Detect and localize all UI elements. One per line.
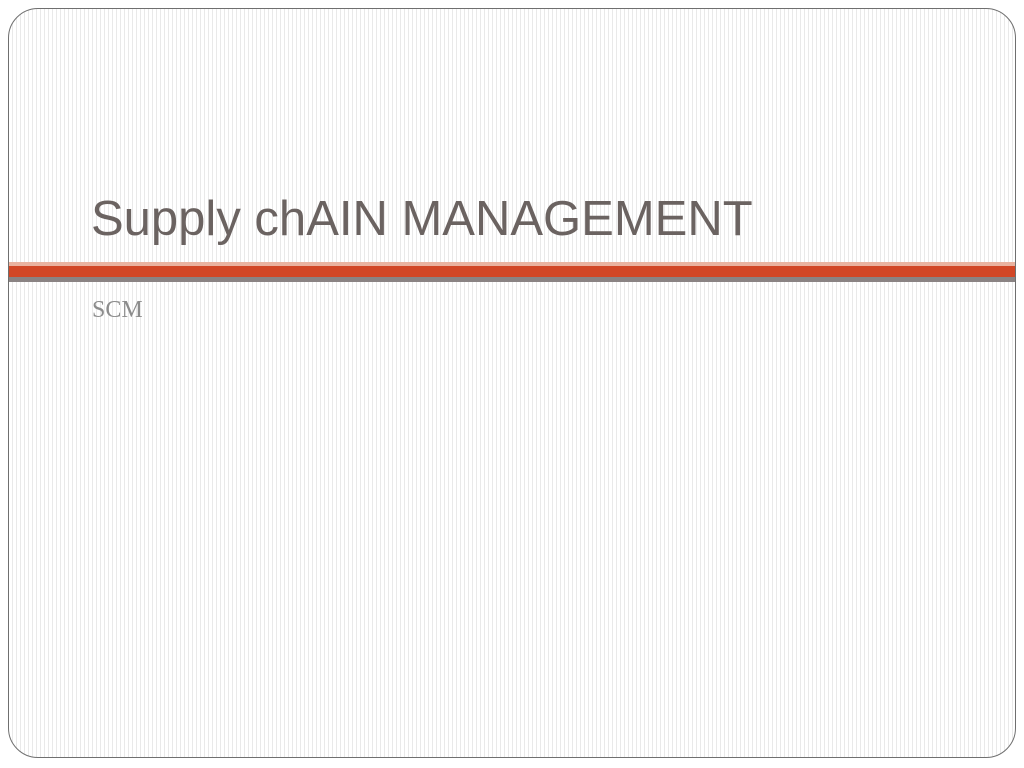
title-rule-bottom-stripe xyxy=(9,277,1015,282)
title-rule-main-stripe xyxy=(9,266,1015,277)
title-rule-top-stripe xyxy=(9,262,1015,266)
slide-title: Supply chAIN MANAGEMENT xyxy=(91,192,753,246)
slide-frame: Supply chAIN MANAGEMENT SCM xyxy=(8,8,1016,758)
slide-subtitle: SCM xyxy=(92,297,143,323)
